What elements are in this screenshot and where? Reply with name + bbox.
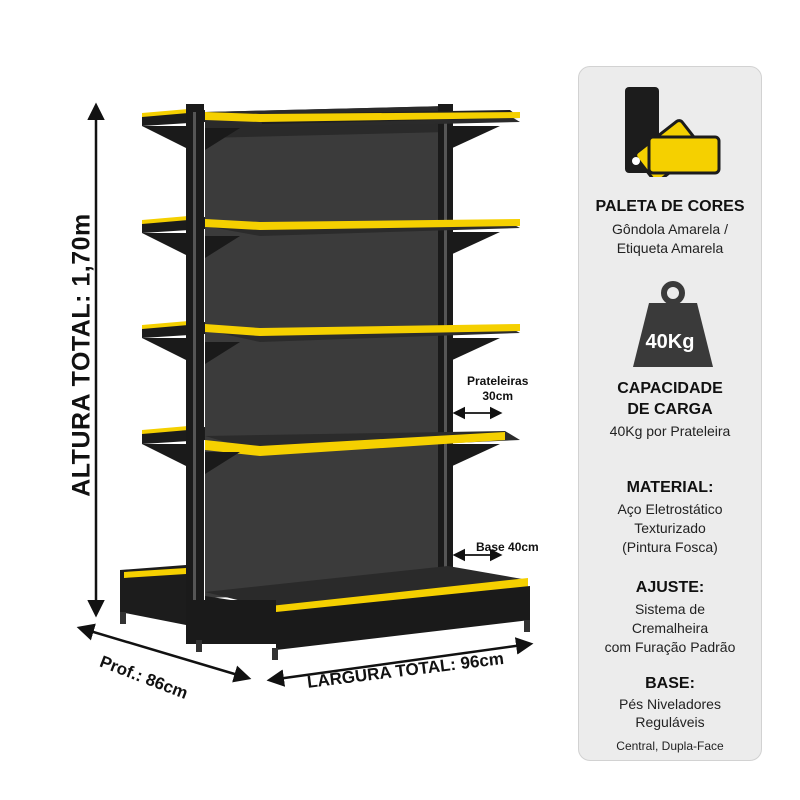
base-line-2: Reguláveis <box>635 714 705 730</box>
adjust-line-1: Sistema de <box>634 601 706 617</box>
shelves <box>205 110 528 616</box>
gondola-shelf-illustration <box>76 102 534 687</box>
palette-line-2: Etiqueta Amarela <box>616 240 724 256</box>
depth-dimension-arrow <box>76 623 252 683</box>
weight-icon-label: 40Kg <box>645 331 695 353</box>
color-palette-icon <box>625 87 721 177</box>
base-heading: BASE: <box>645 675 695 692</box>
adjust-line-2: Cremalheira <box>631 620 709 636</box>
width-dimension-arrow <box>266 637 534 687</box>
capacity-heading-line-2: DE CARGA <box>627 401 713 418</box>
shelf-brackets <box>142 126 500 474</box>
capacity-heading-line-1: CAPACIDADE <box>617 380 723 397</box>
total-height-label: ALTURA TOTAL: 1,70m <box>67 213 96 497</box>
material-line-2: Texturizado <box>634 520 706 536</box>
weight-icon <box>633 281 713 367</box>
base-depth-label: Base 40cm <box>476 540 539 554</box>
palette-line-1: Gôndola Amarela / <box>612 221 728 237</box>
back-panel <box>205 106 448 598</box>
material-line-1: Aço Eletrostático <box>617 501 723 517</box>
shelf-illustration-area: ALTURA TOTAL: 1,70m Prof.: 86cm LARGURA … <box>67 102 539 703</box>
capacity-line-1: 40Kg por Prateleira <box>609 423 731 439</box>
base-line-1: Pés Niveladores <box>619 696 721 712</box>
base-line-3: Central, Dupla-Face <box>616 739 724 753</box>
specifications-panel: PALETA DE CORES Gôndola Amarela / Etique… <box>578 66 762 761</box>
adjust-heading: AJUSTE: <box>635 579 705 596</box>
gondola-base <box>120 565 530 660</box>
material-line-3: (Pintura Fosca) <box>622 539 718 555</box>
material-heading: MATERIAL: <box>626 479 714 496</box>
shelf-depth-label: Prateleiras 30cm <box>467 374 529 403</box>
palette-heading: PALETA DE CORES <box>595 198 745 215</box>
adjust-line-3: com Furação Padrão <box>604 639 736 655</box>
